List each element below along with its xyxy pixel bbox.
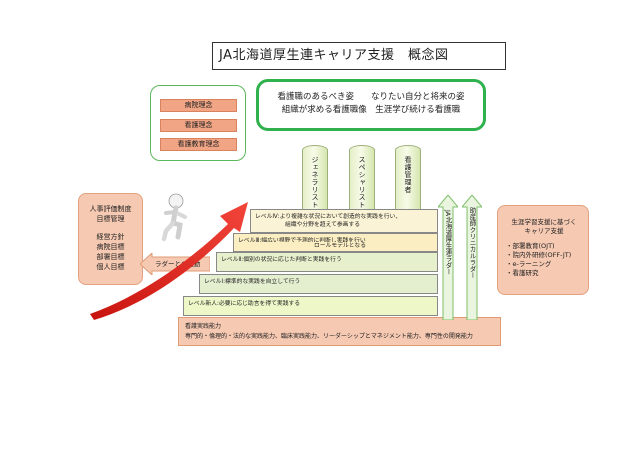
training-item: ・院内外研修(OFF-JT) bbox=[506, 251, 572, 259]
personnel-line-6: 個人目標 bbox=[96, 263, 125, 271]
training-item: ・部署教育(OJT) bbox=[506, 242, 555, 250]
vision-line-2: 組織が求める看護職像 生涯学び続ける看護職 bbox=[281, 105, 461, 115]
ja-ladder-label: JA北海道厚生連ラダー bbox=[444, 210, 452, 275]
level-2-step: レベルⅡ:個別の状況に応じた判断と実践を行う bbox=[216, 252, 438, 272]
ladder-link-label: ラダーとの連動 bbox=[155, 260, 201, 268]
personnel-line-3: 経営方針 bbox=[96, 233, 125, 241]
level-1-step: レベルⅠ:標準的な実践を自立して行う bbox=[199, 274, 438, 294]
philosophy-nursing: 看護理念 bbox=[160, 119, 237, 132]
midwife-ladder-arrow-icon bbox=[462, 195, 482, 320]
personnel-line-5: 部署目標 bbox=[96, 253, 125, 261]
level-3-text-a: レベルⅢ:幅広い視野で予測的に判断し実践を行い bbox=[238, 238, 366, 244]
level-3-text-b: ロールモデルとなる bbox=[314, 243, 366, 249]
vision-box: 看護職のあるべき姿 なりたい自分と将来の姿 組織が求める看護職像 生涯学び続ける… bbox=[256, 79, 486, 131]
training-item: ・看護研究 bbox=[506, 269, 539, 277]
climbing-figure-icon bbox=[161, 193, 187, 242]
competence-title: 看護実践能力 bbox=[185, 323, 222, 330]
page-title: JA北海道厚生連キャリア支援 概念図 bbox=[212, 42, 506, 70]
training-item: ・e-ラーニング bbox=[506, 260, 552, 268]
level-2-text: レベルⅡ:個別の状況に応じた判断と実践を行う bbox=[221, 257, 342, 263]
competence-bar: 看護実践能力 専門的・倫理的・法的な実践能力、臨床実践能力、リーダーシップとマネ… bbox=[178, 317, 501, 346]
training-box: 生涯学習支援に基づく キャリア支援 ・部署教育(OJT) ・院内外研修(OFF-… bbox=[497, 205, 589, 295]
level-1-text: レベルⅠ:標準的な実践を自立して行う bbox=[204, 279, 301, 285]
level-new-step: レベル新人:必要に応じ助言を得て実践する bbox=[183, 296, 438, 316]
philosophy-nursing-education: 看護教育理念 bbox=[160, 138, 237, 151]
level-new-text: レベル新人:必要に応じ助言を得て実践する bbox=[188, 301, 301, 307]
competence-detail: 専門的・倫理的・法的な実践能力、臨床実践能力、リーダーシップとマネジメント能力、… bbox=[185, 333, 473, 340]
midwife-ladder-label: 助産師クリニカルラダー bbox=[468, 207, 476, 279]
training-head-2: キャリア支援 bbox=[524, 227, 564, 235]
training-head-1: 生涯学習支援に基づく bbox=[511, 218, 577, 226]
vision-line-1: 看護職のあるべき姿 なりたい自分と将来の姿 bbox=[277, 92, 465, 102]
level-4-text-b: 組織や分野を超えて参画する bbox=[285, 222, 361, 228]
level-3-step-b: ロールモデルとなる bbox=[233, 242, 438, 252]
red-curved-arrow-icon bbox=[90, 202, 248, 320]
personnel-box: 人事評価制度 目標管理 経営方針 病院目標 部署目標 個人目標 bbox=[78, 193, 143, 285]
personnel-line-1: 人事評価制度 bbox=[89, 205, 132, 213]
personnel-line-4: 病院目標 bbox=[96, 243, 125, 251]
personnel-line-2: 目標管理 bbox=[96, 215, 125, 223]
level-4-step-b: 組織や分野を超えて参画する bbox=[250, 219, 438, 233]
philosophy-hospital: 病院理念 bbox=[160, 99, 237, 112]
ja-ladder-arrow-icon bbox=[438, 195, 458, 320]
level-4-text-a: レベルⅣ:より複雑な状況において創造的な実践を行い、 bbox=[255, 214, 402, 220]
